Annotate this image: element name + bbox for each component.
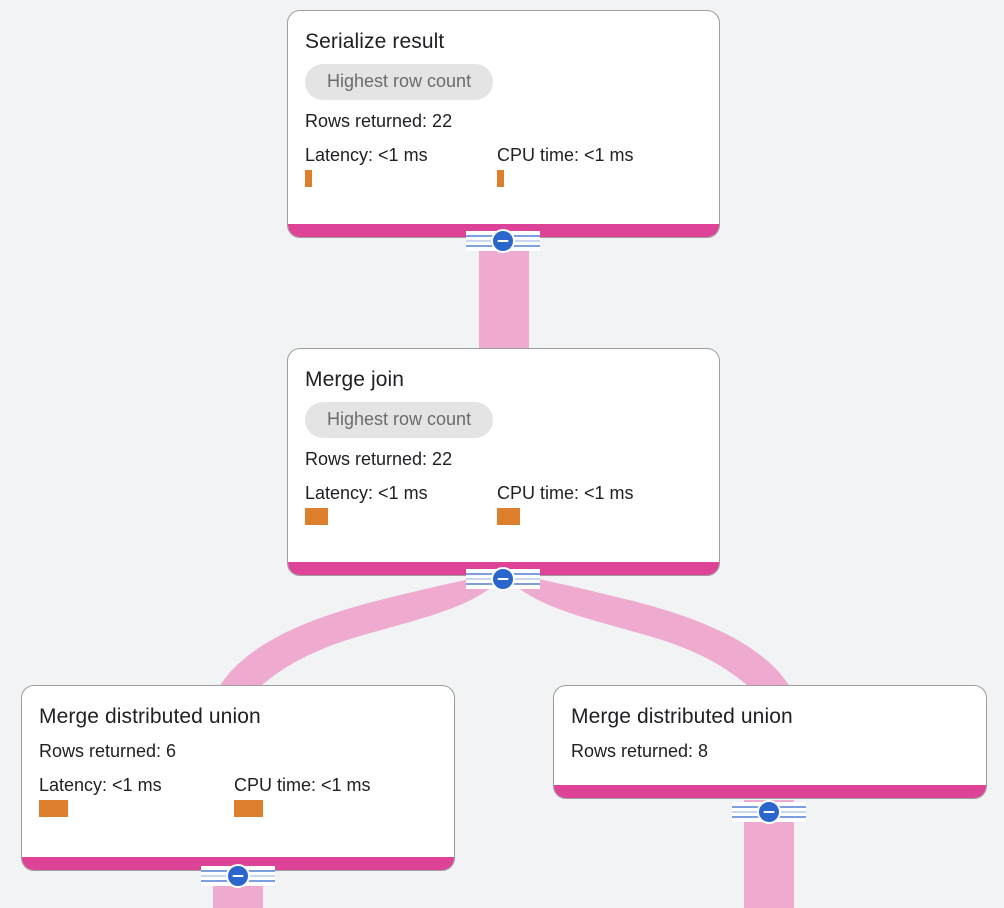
- metric-label: Latency: <1 ms: [39, 775, 162, 795]
- metric-latency: Latency: <1 ms: [39, 774, 234, 817]
- collapse-toggle-merge-distributed-union-right[interactable]: [732, 799, 806, 825]
- metric-label: Latency: <1 ms: [305, 145, 428, 165]
- metric-label: CPU time: <1 ms: [234, 775, 371, 795]
- metric-cpu-time: CPU time: <1 ms: [497, 144, 634, 187]
- rows-returned-text: Rows returned: 8: [571, 741, 709, 761]
- minus-icon[interactable]: [226, 864, 250, 888]
- plan-node-merge-distributed-union-right[interactable]: Merge distributed union Rows returned: 8: [553, 685, 987, 799]
- metric-label: Latency: <1 ms: [305, 483, 428, 503]
- plan-node-merge-join[interactable]: Merge join Highest row count Rows return…: [287, 348, 720, 576]
- node-body: Merge distributed union Rows returned: 8: [554, 686, 986, 785]
- node-body: Serialize result Highest row count Rows …: [288, 11, 719, 224]
- metrics-row: Latency: <1 ms CPU time: <1 ms: [39, 774, 437, 817]
- collapse-toggle-serialize-result[interactable]: [466, 228, 540, 254]
- minus-icon[interactable]: [757, 800, 781, 824]
- collapse-toggle-merge-distributed-union-left[interactable]: [201, 863, 275, 889]
- metrics-row: Latency: <1 ms CPU time: <1 ms: [305, 144, 702, 187]
- highest-row-count-chip: Highest row count: [305, 64, 494, 100]
- metrics-row: Latency: <1 ms CPU time: <1 ms: [305, 482, 702, 525]
- metric-label: CPU time: <1 ms: [497, 483, 634, 503]
- metric-label: CPU time: <1 ms: [497, 145, 634, 165]
- node-footer-bar: [554, 785, 986, 798]
- metric-bar: [305, 508, 328, 525]
- metric-cpu-time: CPU time: <1 ms: [234, 774, 371, 817]
- rows-returned-text: Rows returned: 6: [39, 741, 177, 761]
- node-title: Serialize result: [305, 30, 445, 53]
- rows-returned-text: Rows returned: 22: [305, 449, 453, 469]
- minus-icon[interactable]: [491, 567, 515, 591]
- minus-icon[interactable]: [491, 229, 515, 253]
- collapse-toggle-merge-join[interactable]: [466, 566, 540, 592]
- metric-latency: Latency: <1 ms: [305, 482, 497, 525]
- metric-bar: [497, 508, 520, 525]
- metric-bar: [39, 800, 68, 817]
- rows-returned-text: Rows returned: 22: [305, 111, 453, 131]
- node-title: Merge distributed union: [39, 705, 261, 728]
- metric-bar: [305, 170, 312, 187]
- metric-cpu-time: CPU time: <1 ms: [497, 482, 634, 525]
- metric-latency: Latency: <1 ms: [305, 144, 497, 187]
- highest-row-count-chip: Highest row count: [305, 402, 494, 438]
- node-title: Merge distributed union: [571, 705, 793, 728]
- plan-node-merge-distributed-union-left[interactable]: Merge distributed union Rows returned: 6…: [21, 685, 455, 871]
- metric-bar: [497, 170, 504, 187]
- node-body: Merge distributed union Rows returned: 6…: [22, 686, 454, 857]
- plan-node-serialize-result[interactable]: Serialize result Highest row count Rows …: [287, 10, 720, 238]
- metric-bar: [234, 800, 263, 817]
- node-body: Merge join Highest row count Rows return…: [288, 349, 719, 562]
- node-title: Merge join: [305, 368, 405, 391]
